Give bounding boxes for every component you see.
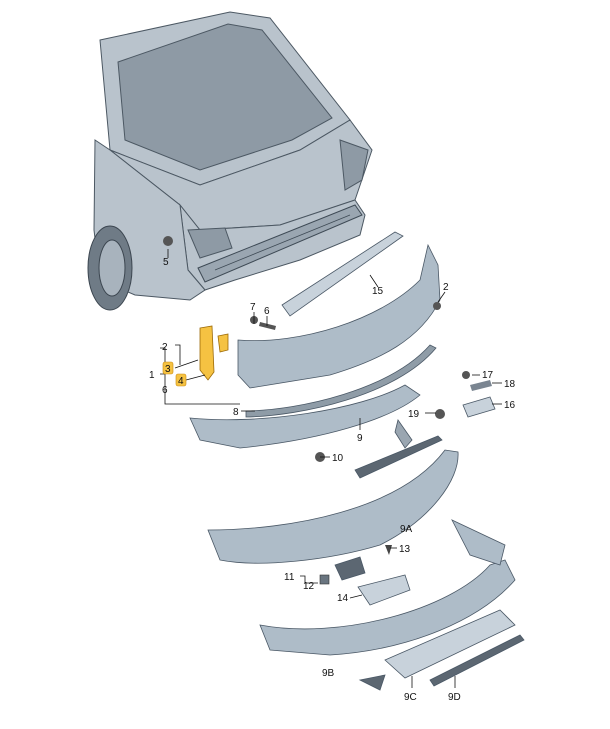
part-14-reflector bbox=[357, 574, 411, 606]
callout-4: 4 bbox=[178, 376, 184, 387]
callout-9d: 9D bbox=[448, 692, 461, 703]
callout-16: 16 bbox=[504, 400, 516, 411]
callout-18: 18 bbox=[504, 379, 516, 390]
callout-15: 15 bbox=[372, 286, 384, 297]
callout-4-highlight bbox=[175, 373, 187, 387]
callout-2-left: 2 bbox=[162, 342, 168, 353]
leader-lines bbox=[160, 249, 502, 688]
part-2-nut bbox=[433, 302, 441, 310]
callout-5: 5 bbox=[163, 257, 169, 268]
callout-2-right: 2 bbox=[443, 282, 449, 293]
part-11-bracket bbox=[334, 556, 366, 581]
callout-12: 12 bbox=[303, 581, 315, 592]
part-16-bracket bbox=[462, 396, 496, 418]
callout-19: 19 bbox=[408, 409, 420, 420]
callout-6-right: 6 bbox=[264, 306, 270, 317]
callouts: 5 15 2 7 6 2 1 3 4 6 17 18 16 19 8 9 10 … bbox=[149, 257, 516, 703]
callout-9a: 9A bbox=[400, 524, 413, 535]
bumper-cover bbox=[237, 243, 441, 389]
callout-11: 11 bbox=[284, 572, 295, 583]
callout-10: 10 bbox=[332, 453, 344, 464]
part-9b-lower-panel bbox=[259, 559, 516, 656]
part-3-guide-bracket bbox=[199, 325, 215, 381]
callout-9: 9 bbox=[357, 433, 363, 444]
callout-9b: 9B bbox=[322, 668, 335, 679]
part-9-diffuser bbox=[189, 384, 421, 449]
callout-6-left: 6 bbox=[162, 385, 168, 396]
callout-14: 14 bbox=[337, 593, 349, 604]
callout-13: 13 bbox=[399, 544, 411, 555]
part-9c-insert bbox=[384, 609, 516, 679]
callout-8: 8 bbox=[233, 407, 239, 418]
callout-7: 7 bbox=[250, 302, 256, 313]
callout-1: 1 bbox=[149, 370, 155, 381]
part-15-trim-strip bbox=[281, 231, 404, 317]
callout-17: 17 bbox=[482, 370, 494, 381]
callout-3-highlight bbox=[162, 361, 174, 375]
part-9a-grille bbox=[354, 435, 443, 479]
part-19-bolt bbox=[435, 409, 445, 419]
part-9d-grille bbox=[429, 634, 525, 687]
part-9a-lower-panel bbox=[207, 449, 459, 564]
part-13-screw bbox=[385, 545, 392, 555]
car-rear-body bbox=[87, 11, 373, 311]
callout-3: 3 bbox=[165, 364, 171, 375]
part-17-screw bbox=[462, 371, 470, 379]
part-4-guide-clip bbox=[217, 333, 229, 353]
part-18-spacer bbox=[470, 380, 492, 391]
callout-9c: 9C bbox=[404, 692, 417, 703]
part-12-clip bbox=[319, 574, 330, 585]
part-6-bolt bbox=[259, 322, 276, 330]
part-5-clip bbox=[163, 236, 173, 246]
part-8-strip bbox=[245, 344, 437, 418]
